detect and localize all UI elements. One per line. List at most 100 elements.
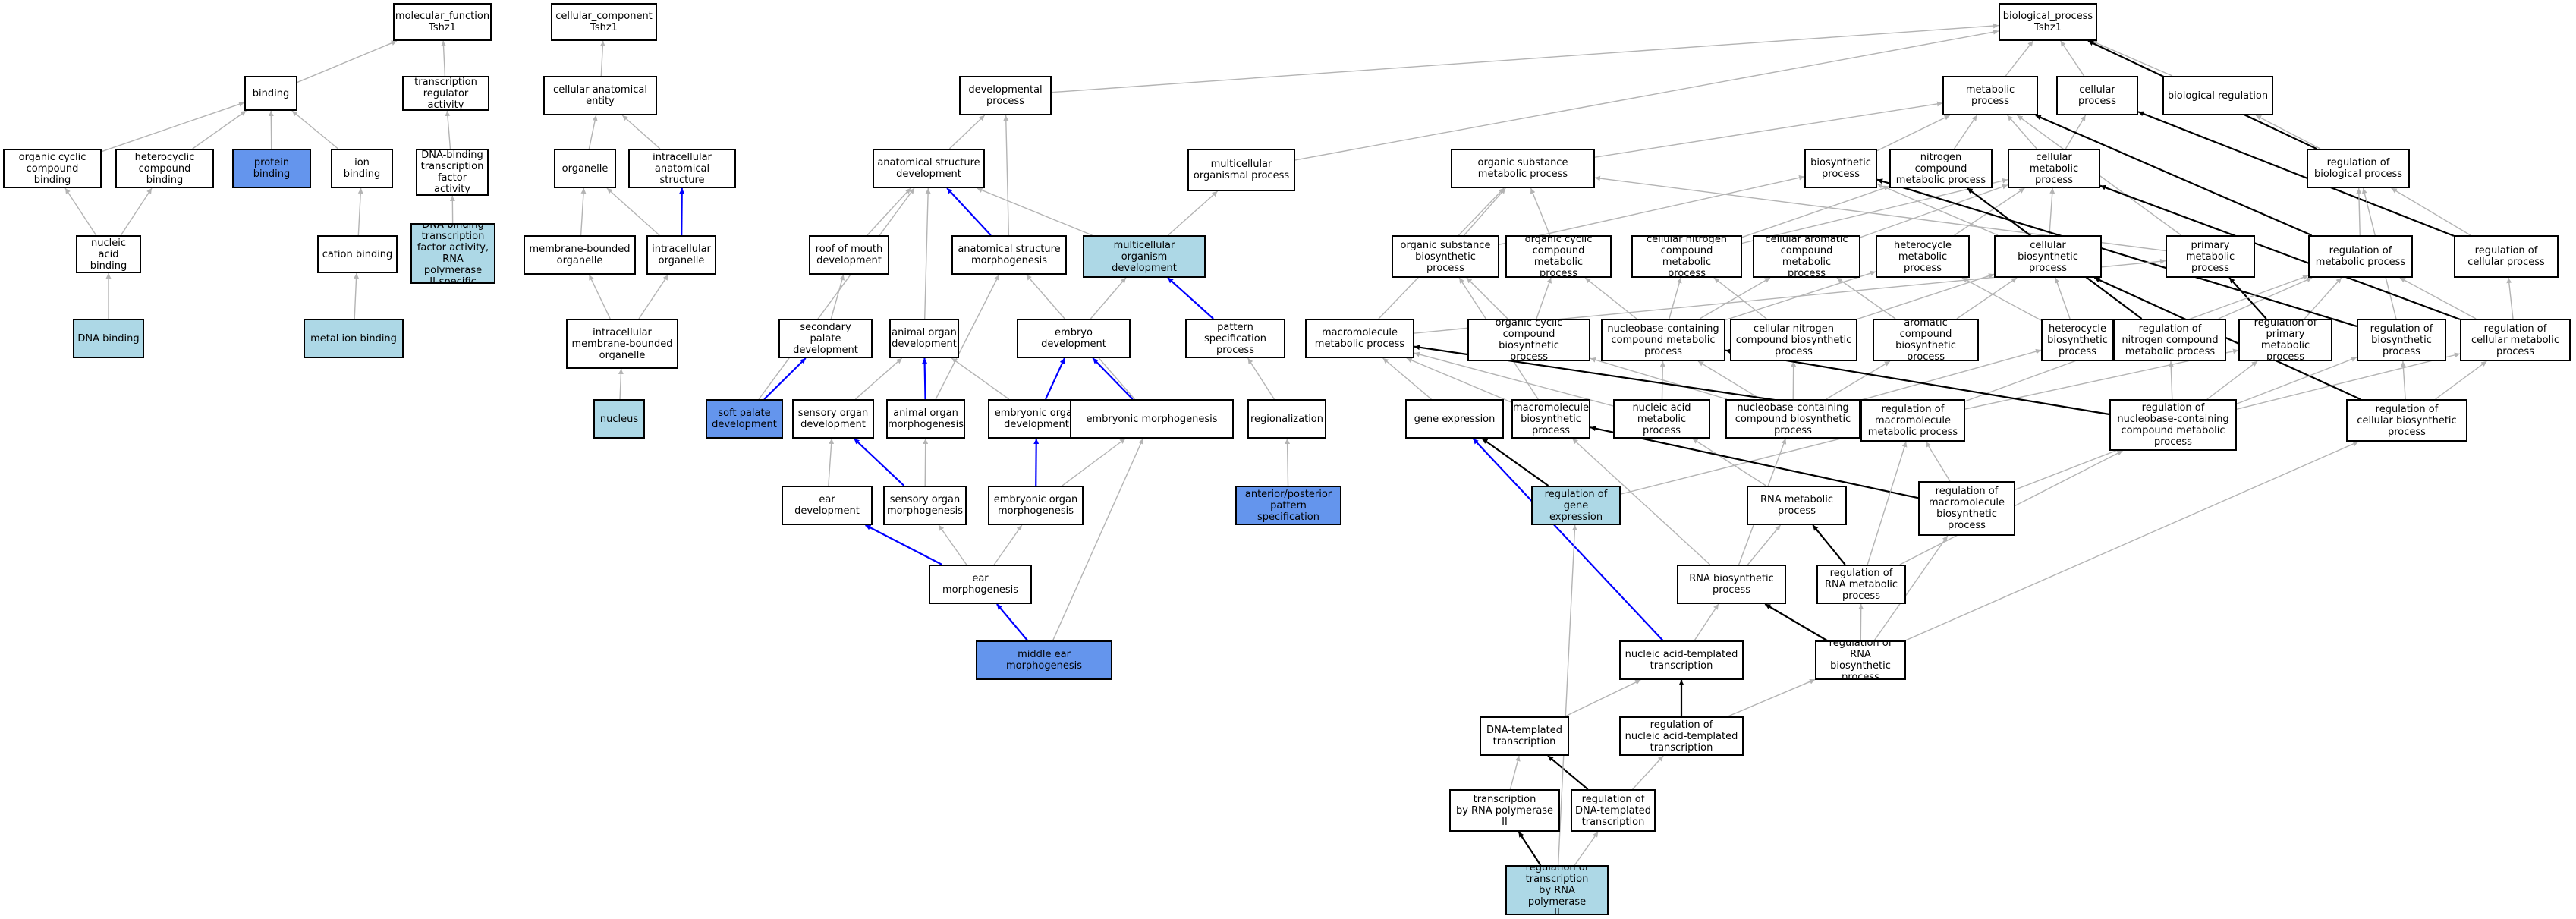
term-node-spd[interactable]: soft palate development (706, 399, 783, 439)
term-node-reg[interactable]: regionalization (1247, 399, 1326, 439)
term-node-rncmp[interactable]: regulation of nitrogen compound metaboli… (2114, 319, 2226, 361)
term-node-eom[interactable]: embryonic organ morphogenesis (988, 486, 1084, 525)
term-node-bp[interactable]: biological_process Tshz1 (1999, 3, 2097, 41)
term-node-rmmp[interactable]: regulation of macromolecule metabolic pr… (1860, 399, 1965, 442)
term-node-mf[interactable]: molecular_function Tshz1 (393, 3, 492, 41)
term-node-nccmp[interactable]: nucleobase-containing compound metabolic… (1601, 319, 1725, 361)
term-node-sod[interactable]: sensory organ development (792, 399, 874, 439)
term-node-nucleus[interactable]: nucleus (593, 399, 645, 439)
term-node-cae[interactable]: cellular anatomical entity (543, 76, 657, 115)
term-node-mbp[interactable]: macromolecule biosynthetic process (1511, 399, 1590, 439)
term-node-dnab[interactable]: DNA binding (73, 319, 144, 358)
edge-rmbp-to-rmmp (1925, 441, 1951, 482)
edge-hbp-to-hmp (1961, 277, 2042, 321)
term-node-osbp[interactable]: organic substance biosynthetic process (1392, 235, 1499, 278)
edge-eom-to-embm (1062, 438, 1126, 486)
term-node-organelle[interactable]: organelle (554, 149, 616, 188)
term-node-pmp[interactable]: primary metabolic process (2166, 235, 2255, 278)
edge-biosyn-to-metp (1876, 115, 1950, 152)
term-node-cellp[interactable]: cellular process (2056, 76, 2138, 115)
term-node-cbp[interactable]: cellular biosynthetic process (1994, 235, 2102, 278)
term-node-mem[interactable]: middle ear morphogenesis (976, 640, 1112, 680)
term-node-natt[interactable]: nucleic acid-templated transcription (1619, 640, 1744, 680)
term-node-geneexp[interactable]: gene expression (1405, 399, 1504, 439)
term-node-binding[interactable]: binding (244, 76, 297, 111)
term-node-embd[interactable]: embryo development (1017, 319, 1131, 358)
term-node-dtt[interactable]: DNA-templated transcription (1480, 716, 1569, 756)
term-node-rbsp[interactable]: regulation of biosynthetic process (2357, 319, 2446, 361)
term-node-rrnabp[interactable]: regulation of RNA biosynthetic process (1815, 640, 1906, 680)
edge-cellp-to-bp (2060, 40, 2085, 77)
term-node-cncbp[interactable]: cellular nitrogen compound biosynthetic … (1730, 319, 1857, 361)
term-node-occmp[interactable]: organic cyclic compound metabolic proces… (1505, 235, 1612, 278)
term-node-cncmp[interactable]: cellular nitrogen compound metabolic pro… (1631, 235, 1742, 278)
term-node-spd2[interactable]: secondary palate development (778, 319, 873, 358)
term-node-mbo[interactable]: membrane-bounded organelle (524, 235, 636, 275)
term-node-som[interactable]: sensory organ morphogenesis (883, 486, 967, 525)
term-node-nccbp[interactable]: nucleobase-containing compound biosynthe… (1725, 399, 1860, 439)
term-node-rtrnap[interactable]: regulation of transcription by RNA polym… (1505, 865, 1609, 915)
term-node-ionb[interactable]: ion binding (331, 149, 393, 188)
term-node-eod[interactable]: embryonic organ development (988, 399, 1085, 439)
term-node-io[interactable]: intracellular organelle (646, 235, 716, 275)
term-node-embm[interactable]: embryonic morphogenesis (1070, 399, 1234, 439)
term-node-rmbp[interactable]: regulation of macromolecule biosynthetic… (1918, 481, 2015, 536)
term-node-eard[interactable]: ear development (782, 486, 873, 525)
term-node-rge[interactable]: regulation of gene expression (1531, 486, 1621, 525)
term-node-trnap[interactable]: transcription by RNA polymerase II (1449, 789, 1560, 832)
term-node-occbp[interactable]: organic cyclic compound biosynthetic pro… (1467, 319, 1590, 361)
term-node-romd[interactable]: roof of mouth development (809, 235, 889, 275)
term-node-nab[interactable]: nucleic acid binding (76, 235, 141, 273)
term-node-dbtfa2[interactable]: DNA-binding transcription factor activit… (410, 223, 495, 284)
term-node-earm[interactable]: ear morphogenesis (929, 565, 1032, 604)
term-node-cmp[interactable]: cellular metabolic process (2008, 149, 2100, 188)
edge-cbp-to-cmp (2049, 187, 2055, 236)
term-node-mod[interactable]: multicellular organism development (1083, 235, 1206, 278)
edge-ionb-to-binding (291, 110, 338, 149)
term-node-rnatt[interactable]: regulation of nucleic acid-templated tra… (1619, 716, 1744, 756)
term-node-pspec[interactable]: pattern specification process (1185, 319, 1285, 358)
term-node-metalb[interactable]: metal ion binding (304, 319, 404, 358)
term-node-biosyn[interactable]: biosynthetic process (1804, 149, 1877, 188)
term-node-devp[interactable]: developmental process (959, 76, 1052, 115)
term-node-ncmp[interactable]: nitrogen compound metabolic process (1889, 149, 1993, 188)
term-node-metp[interactable]: metabolic process (1942, 76, 2038, 115)
term-node-hmp[interactable]: heterocycle metabolic process (1876, 235, 1970, 278)
term-node-bioreg[interactable]: biological regulation (2162, 76, 2273, 115)
term-node-imbo[interactable]: intracellular membrane-bounded organelle (566, 319, 678, 369)
edge-rnabp-to-rnamp (1747, 524, 1782, 565)
term-node-ias[interactable]: intracellular anatomical structure (628, 149, 736, 188)
edge-osbp-to-osmp (1464, 187, 1506, 236)
term-node-aps[interactable]: anterior/posterior pattern specification (1235, 486, 1341, 525)
term-node-pb[interactable]: protein binding (232, 149, 311, 188)
term-node-cc[interactable]: cellular_component Tshz1 (551, 3, 657, 41)
term-node-rcmp[interactable]: regulation of cellular metabolic process (2460, 319, 2571, 361)
term-node-asd[interactable]: anatomical structure development (873, 149, 985, 188)
term-node-asm[interactable]: anatomical structure morphogenesis (951, 235, 1067, 275)
term-node-hbp[interactable]: heterocycle biosynthetic process (2041, 319, 2114, 361)
term-node-rdtt[interactable]: regulation of DNA-templated transcriptio… (1571, 789, 1656, 832)
term-node-rnamp[interactable]: RNA metabolic process (1747, 486, 1847, 525)
term-node-namp[interactable]: nucleic acid metabolic process (1613, 399, 1710, 439)
term-node-aom[interactable]: animal organ morphogenesis (886, 399, 965, 439)
term-node-acbp[interactable]: aromatic compound biosynthetic process (1873, 319, 1979, 361)
term-node-dbtfa[interactable]: DNA-binding transcription factor activit… (416, 149, 489, 196)
term-node-rbp[interactable]: regulation of biological process (2307, 149, 2410, 188)
term-node-mop[interactable]: multicellular organismal process (1187, 149, 1295, 191)
term-node-cationb[interactable]: cation binding (317, 235, 398, 273)
term-node-cacmp[interactable]: cellular aromatic compound metabolic pro… (1753, 235, 1860, 278)
term-node-rcp[interactable]: regulation of cellular process (2454, 235, 2559, 278)
term-node-macmp[interactable]: macromolecule metabolic process (1305, 319, 1414, 358)
term-node-ocb[interactable]: organic cyclic compound binding (3, 149, 102, 188)
term-node-rcbp[interactable]: regulation of cellular biosynthetic proc… (2346, 399, 2467, 442)
term-node-rnabp[interactable]: RNA biosynthetic process (1677, 565, 1786, 604)
term-node-hcb[interactable]: heterocyclic compound binding (115, 149, 214, 188)
term-node-rmp[interactable]: regulation of metabolic process (2308, 235, 2413, 278)
term-node-rnccmp[interactable]: regulation of nucleobase-containing comp… (2109, 399, 2237, 451)
edge-aps-to-reg (1285, 438, 1291, 486)
term-node-rrnamp[interactable]: regulation of RNA metabolic process (1816, 565, 1906, 604)
term-node-aod[interactable]: animal organ development (889, 319, 959, 358)
term-node-osmp[interactable]: organic substance metabolic process (1451, 149, 1595, 188)
term-node-tra[interactable]: transcription regulator activity (402, 76, 489, 111)
term-node-rpmp[interactable]: regulation of primary metabolic process (2238, 319, 2332, 361)
